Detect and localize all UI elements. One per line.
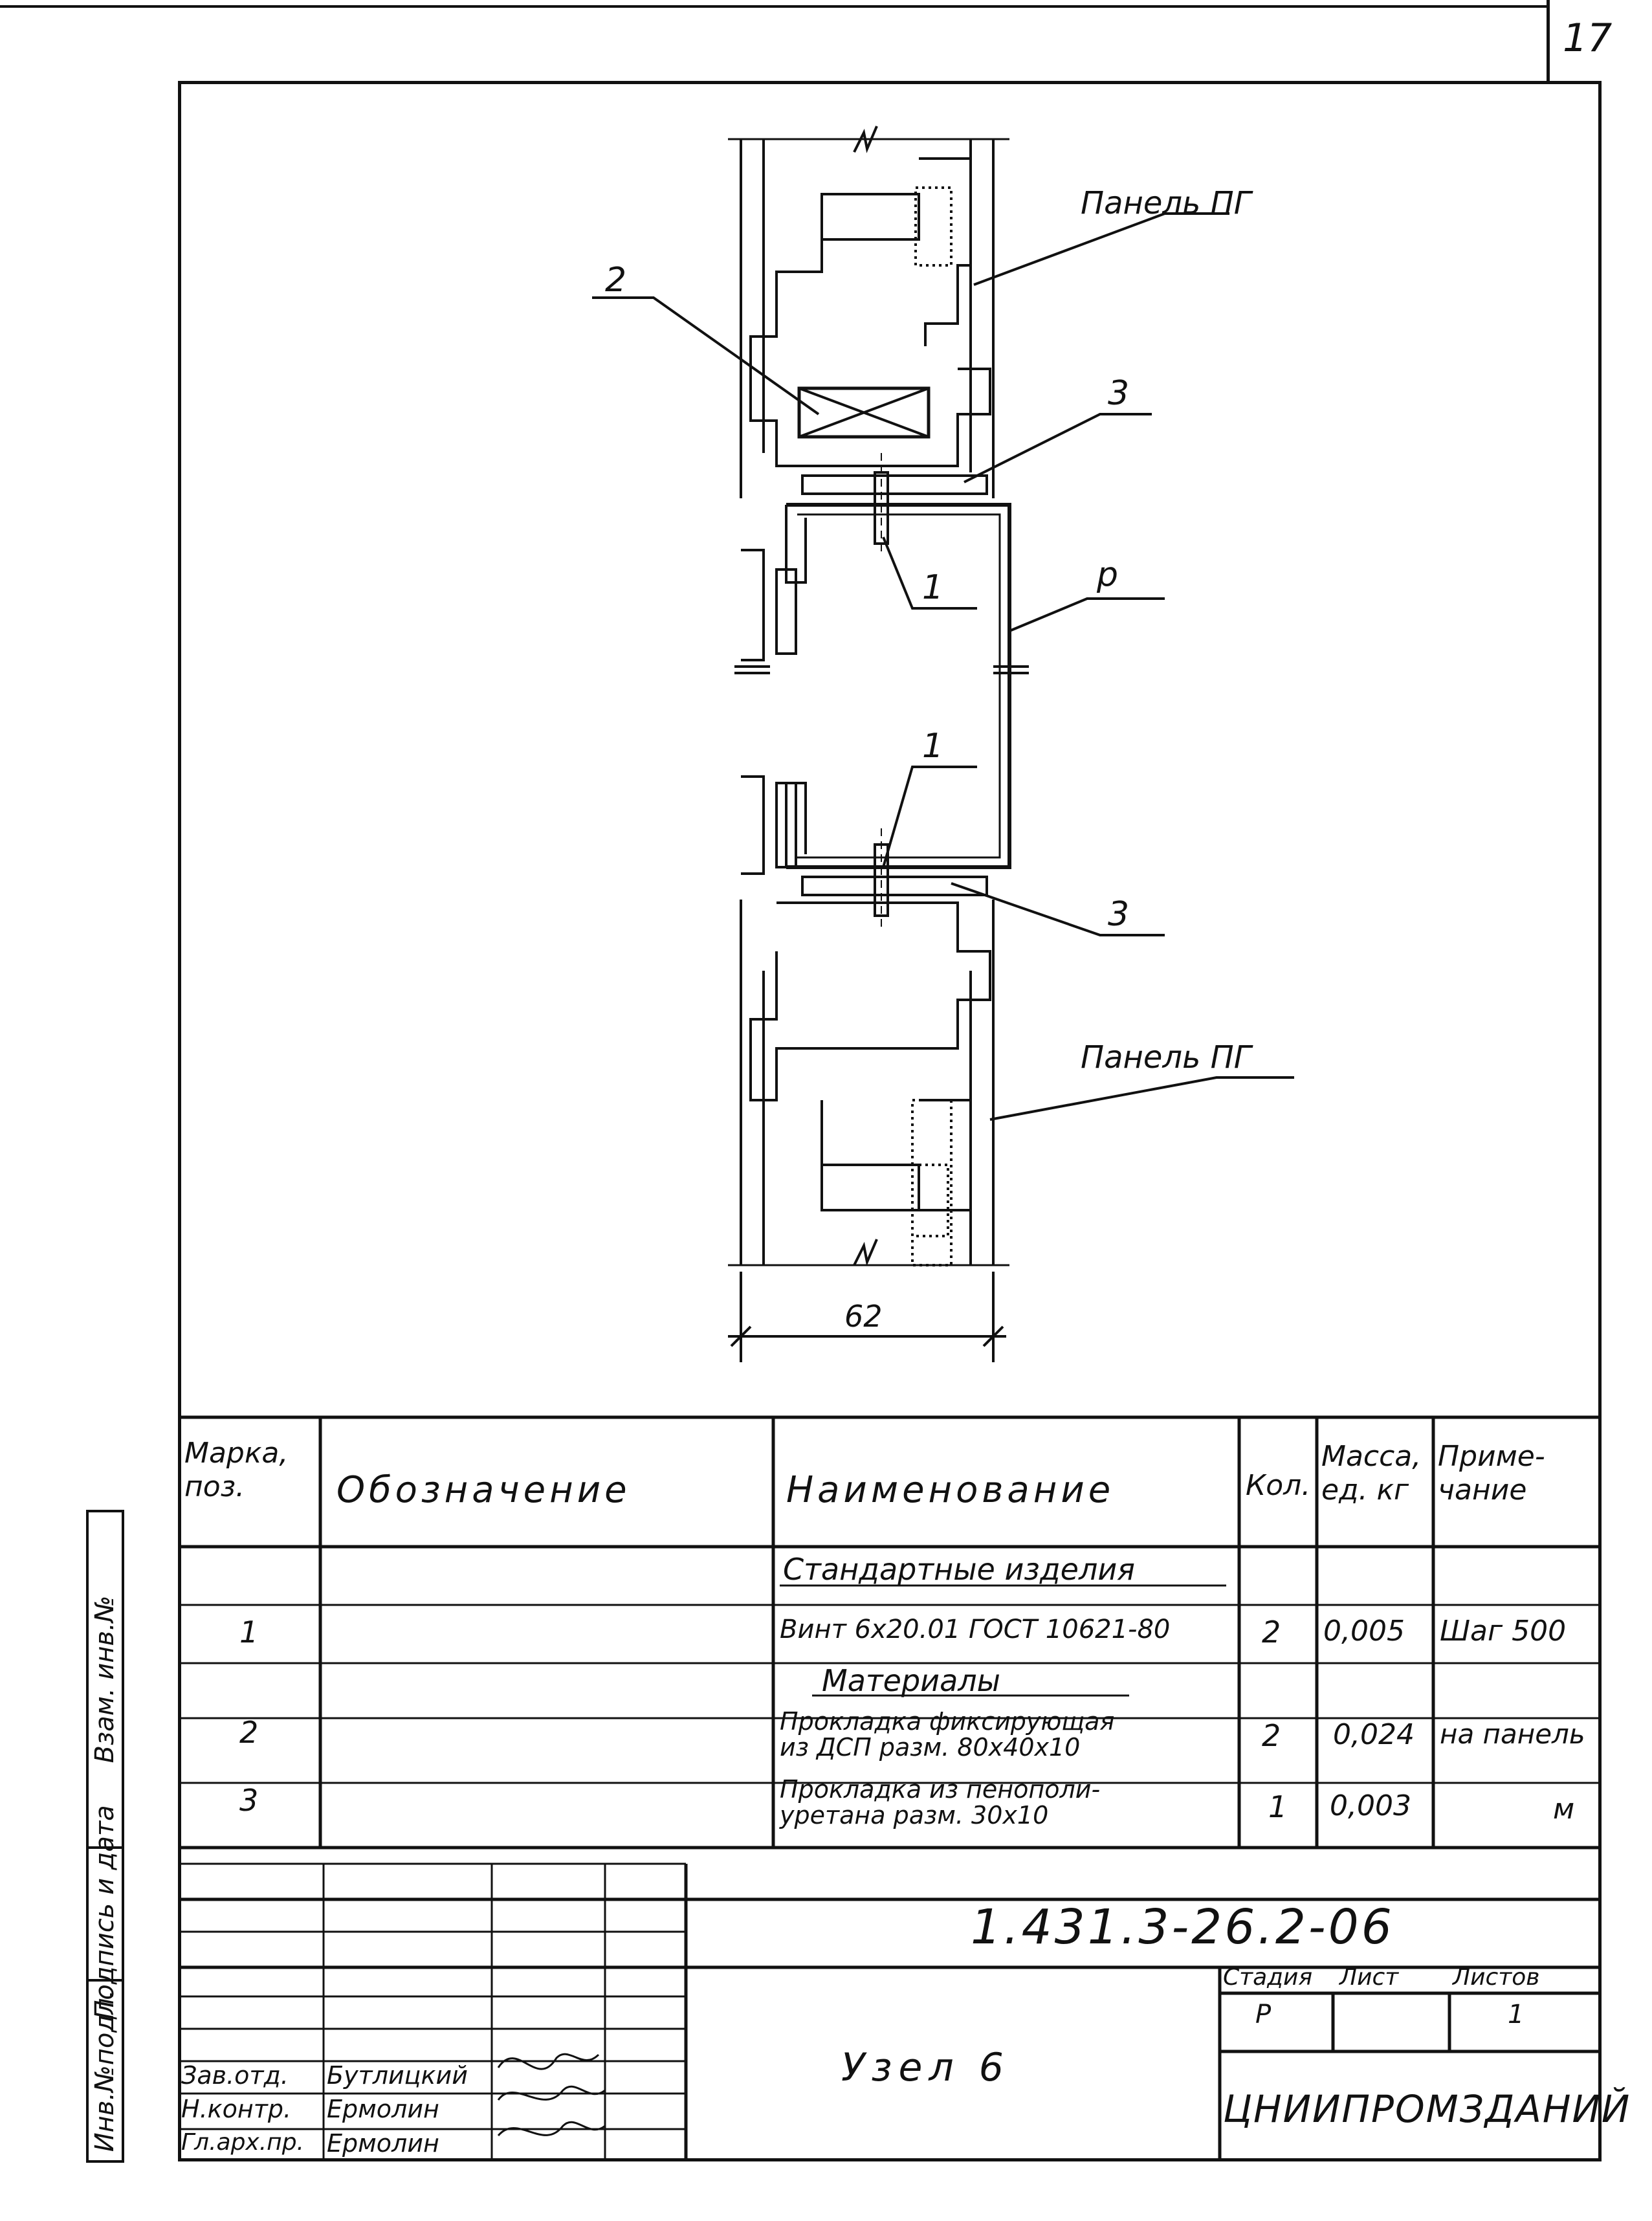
staff-role-3: Гл.арх.пр. — [181, 2129, 305, 2156]
staff-role-1: Зав.отд. — [181, 2061, 289, 2090]
callout-panel-top: Панель ПГ — [1081, 185, 1253, 221]
row-1-note: Шаг 500 — [1440, 1615, 1567, 1648]
staff-name-3: Ермолин — [327, 2129, 439, 2158]
sheet-label: Лист — [1339, 1964, 1399, 1991]
row-2-name: Прокладка фиксирующая из ДСП разм. 80х40… — [780, 1707, 1115, 1762]
row-2-mass: 0,024 — [1333, 1718, 1415, 1751]
section-standard: Стандартные изделия — [783, 1552, 1135, 1587]
callout-1-top: 1 — [922, 568, 943, 607]
sheets-label: Листов — [1453, 1964, 1540, 1991]
row-3-mark: 3 — [239, 1783, 259, 1818]
header-qty: Кол. — [1246, 1469, 1311, 1502]
staff-role-2: Н.контр. — [181, 2095, 292, 2123]
sheet-title: Узел 6 — [841, 2045, 1010, 2090]
side-sign-date: Подпись и дата — [90, 1805, 120, 2020]
sheets-value: 1 — [1508, 2000, 1525, 2029]
stage-value: Р — [1255, 2000, 1272, 2029]
header-name: Наименование — [786, 1469, 1115, 1511]
callout-3-top: 3 — [1108, 374, 1129, 413]
page-number: 17 — [1563, 16, 1613, 61]
top-border-line — [0, 5, 1547, 8]
row-1-name: Винт 6х20.01 ГОСТ 10621-80 — [780, 1615, 1171, 1644]
header-mark: Марка, поз. — [184, 1437, 289, 1503]
callout-2: 2 — [605, 261, 626, 300]
row-2-qty: 2 — [1262, 1718, 1281, 1753]
callout-panel-bottom: Панель ПГ — [1081, 1039, 1253, 1076]
row-3-note: м — [1553, 1793, 1575, 1826]
page-number-box: 17 — [1547, 0, 1652, 84]
organization: ЦНИИПРОМЗДАНИЙ — [1223, 2087, 1631, 2131]
row-2-note: на панель — [1440, 1718, 1585, 1750]
dimension-62: 62 — [844, 1299, 883, 1334]
side-inv-orig: Инв.№подл. — [90, 1989, 120, 2152]
staff-name-2: Ермолин — [327, 2095, 439, 2123]
row-2-mark: 2 — [239, 1715, 259, 1750]
side-vzam-inv: Взам. инв.№ — [90, 1595, 120, 1763]
staff-name-1: Бутлицкий — [327, 2061, 468, 2090]
stage-label: Стадия — [1223, 1964, 1313, 1991]
row-1-qty: 2 — [1262, 1615, 1281, 1650]
section-materials: Материалы — [822, 1663, 1000, 1698]
header-designation: Обозначение — [336, 1469, 631, 1511]
row-3-name: Прокладка из пенополи- уретана разм. 30х… — [780, 1775, 1101, 1829]
callout-3-bottom: 3 — [1108, 895, 1129, 934]
header-mass: Масса, ед. кг — [1321, 1440, 1422, 1507]
sheet-frame — [178, 81, 1602, 2161]
node-drawing: Панель ПГ 2 3 р 1 1 3 Панель ПГ 62 — [592, 126, 1294, 1362]
row-3-qty: 1 — [1268, 1789, 1288, 1824]
header-note: Приме- чание — [1438, 1440, 1545, 1507]
callout-p: р — [1096, 555, 1118, 594]
row-1-mark: 1 — [239, 1615, 259, 1650]
row-1-mass: 0,005 — [1323, 1615, 1405, 1648]
doc-code: 1.431.3-26.2-06 — [971, 1899, 1394, 1955]
callout-1-bottom: 1 — [922, 727, 943, 766]
row-3-mass: 0,003 — [1330, 1789, 1411, 1822]
